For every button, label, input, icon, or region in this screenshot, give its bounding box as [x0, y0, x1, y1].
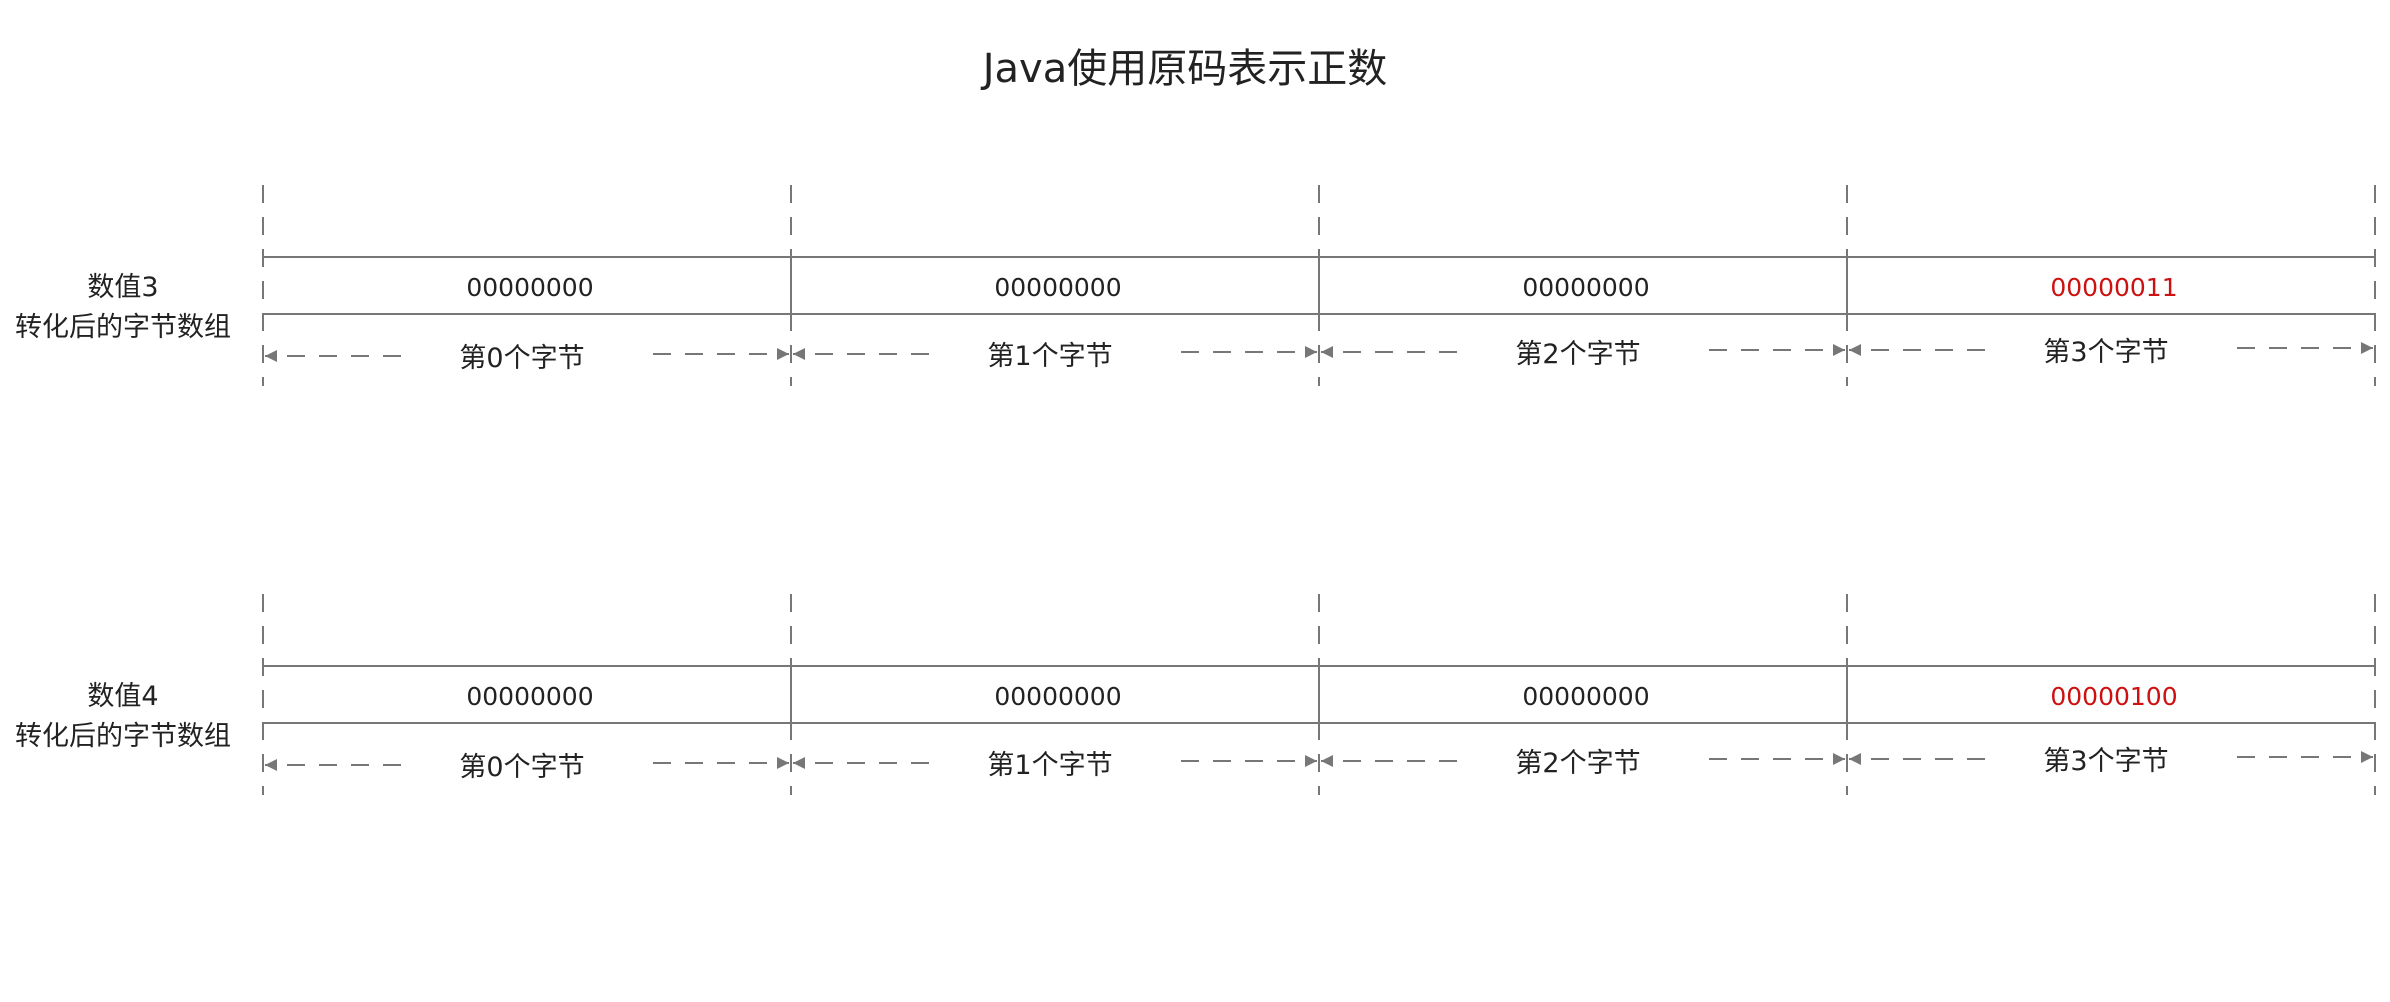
byte-row-0: 数值3 转化后的字节数组 00000000 第0个字节 00000000 第1个字节 000… — [15, 185, 2376, 386]
byte-caption-0: 第0个字节 — [459, 343, 584, 374]
row-label-description: 转化后的字节数组 — [15, 721, 231, 752]
byte-value-2: 00000000 — [1522, 273, 1649, 302]
byte-caption-0: 第0个字节 — [459, 752, 584, 783]
byte-value-1: 00000000 — [994, 682, 1121, 711]
byte-row-1: 数值4 转化后的字节数组 00000000 第0个字节 00000000 第1个字节 000… — [15, 594, 2376, 795]
byte-caption-2: 第2个字节 — [1515, 339, 1640, 370]
byte-caption-1: 第1个字节 — [987, 341, 1112, 372]
byte-value-3: 00000011 — [2050, 273, 2177, 302]
rows-layer: 数值3 转化后的字节数组 00000000 第0个字节 00000000 第1个字节 000… — [15, 185, 2376, 795]
row-label-value: 数值4 — [87, 681, 158, 712]
byte-value-2: 00000000 — [1522, 682, 1649, 711]
byte-caption-2: 第2个字节 — [1515, 748, 1640, 779]
byte-value-1: 00000000 — [994, 273, 1121, 302]
byte-caption-1: 第1个字节 — [987, 750, 1112, 781]
byte-caption-3: 第3个字节 — [2043, 746, 2168, 777]
byte-value-0: 00000000 — [466, 273, 593, 302]
byte-value-0: 00000000 — [466, 682, 593, 711]
diagram-title: Java使用原码表示正数 — [980, 46, 1388, 92]
row-label-description: 转化后的字节数组 — [15, 312, 231, 343]
byte-value-3: 00000100 — [2050, 682, 2177, 711]
byte-caption-3: 第3个字节 — [2043, 337, 2168, 368]
row-label-value: 数值3 — [87, 272, 158, 303]
